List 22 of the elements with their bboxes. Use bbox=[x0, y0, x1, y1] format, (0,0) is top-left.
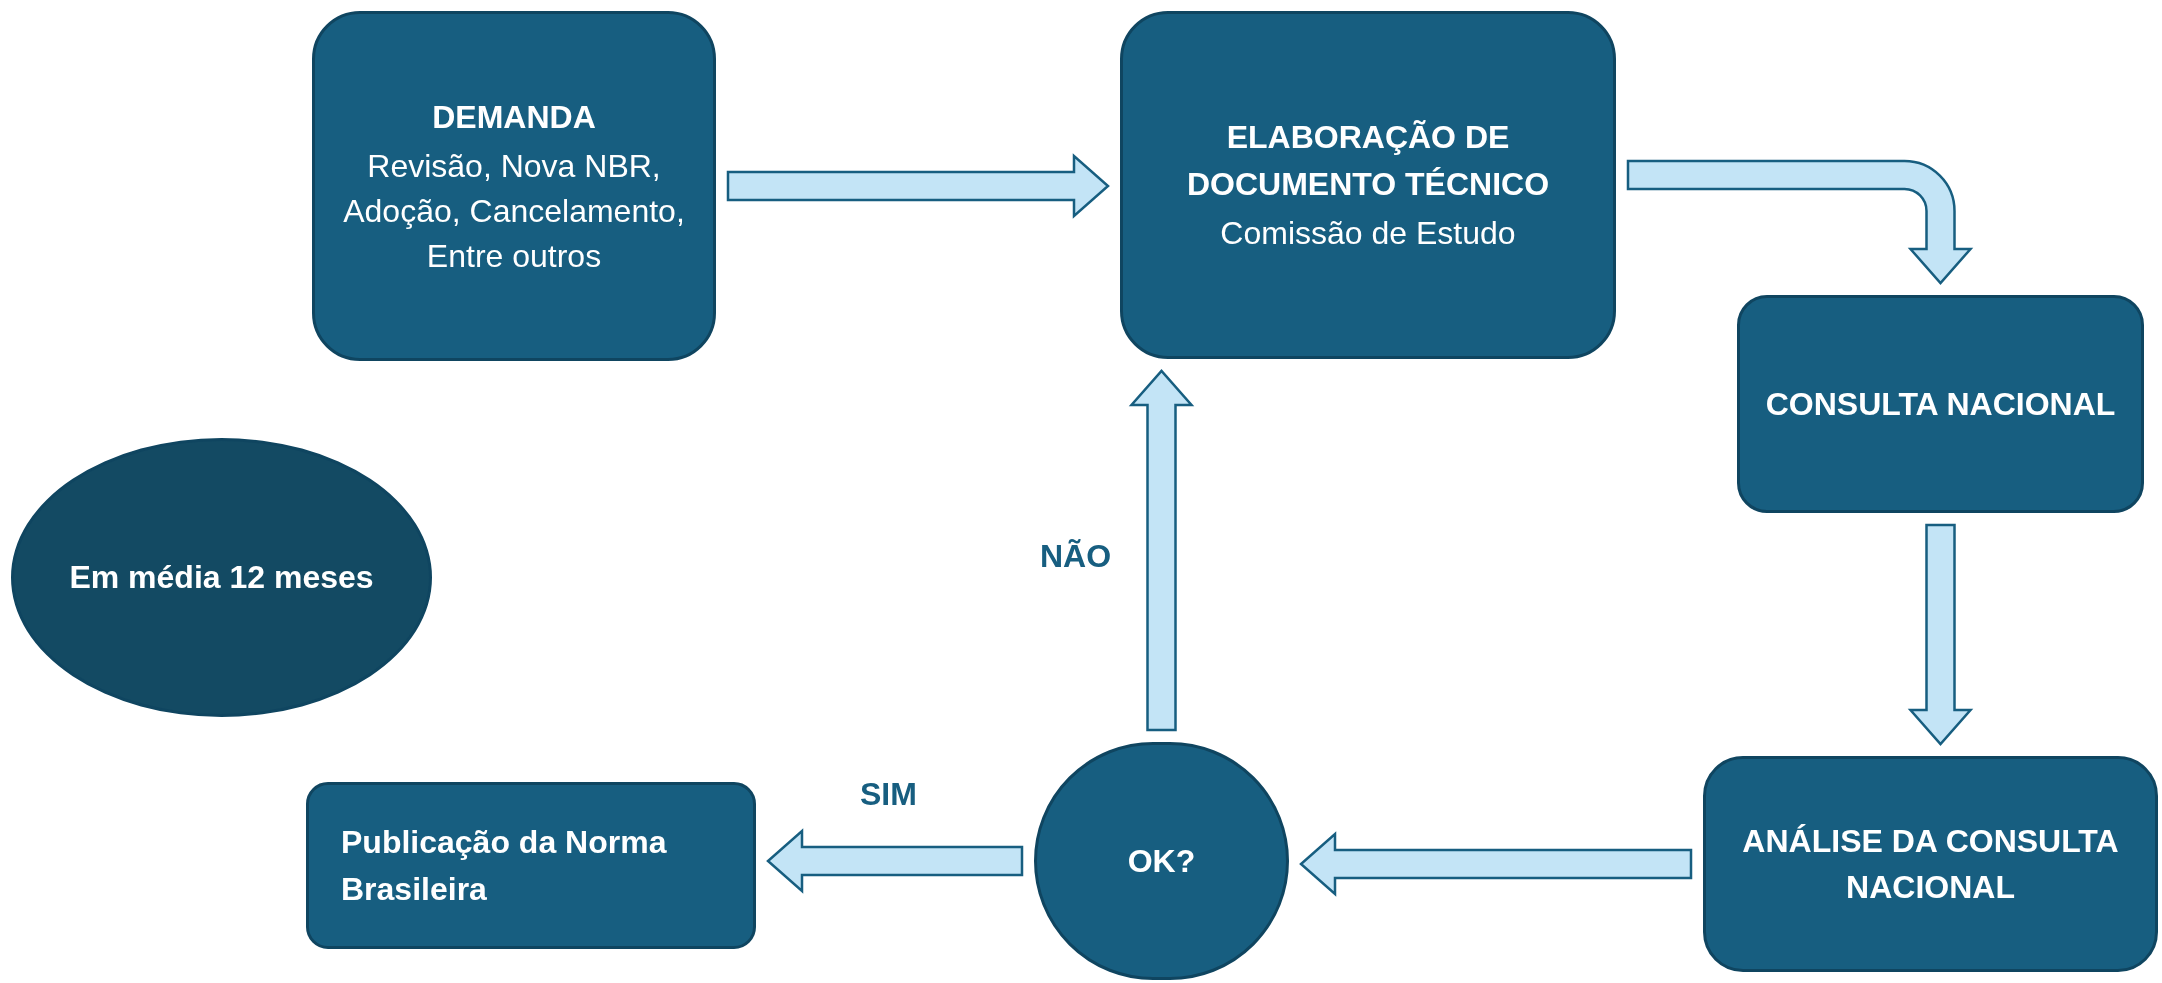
node-title: DEMANDA bbox=[432, 97, 596, 137]
block-arrow bbox=[1907, 523, 1974, 746]
node-text: Revisão, Nova NBR, Adoção, Cancelamento, Entre outros bbox=[342, 147, 686, 276]
block-arrow bbox=[766, 828, 1024, 894]
node-title: ANÁLISE DA CONSULTA NACIONAL bbox=[1741, 821, 2120, 907]
node-title: Publicação da Norma Brasileira bbox=[341, 823, 668, 909]
block-arrow bbox=[726, 153, 1110, 219]
block-arrow bbox=[1128, 369, 1195, 732]
block-arrow bbox=[1626, 159, 1972, 285]
node-title: OK? bbox=[1127, 841, 1196, 881]
node-title: Em média 12 meses bbox=[69, 558, 374, 598]
process-box bbox=[1703, 756, 2158, 972]
process-box bbox=[306, 782, 756, 949]
node-title: CONSULTA NACIONAL bbox=[1765, 384, 2116, 424]
node-text: Comissão de Estudo bbox=[1220, 214, 1516, 253]
process-box bbox=[312, 11, 716, 361]
edge-label: NÃO bbox=[1040, 540, 1112, 572]
process-box bbox=[1737, 295, 2144, 513]
node-title: ELABORAÇÃO DE DOCUMENTO TÉCNICO bbox=[1185, 118, 1551, 204]
process-box bbox=[1120, 11, 1616, 359]
edge-label: SIM bbox=[860, 778, 917, 810]
block-arrow bbox=[1299, 831, 1693, 897]
